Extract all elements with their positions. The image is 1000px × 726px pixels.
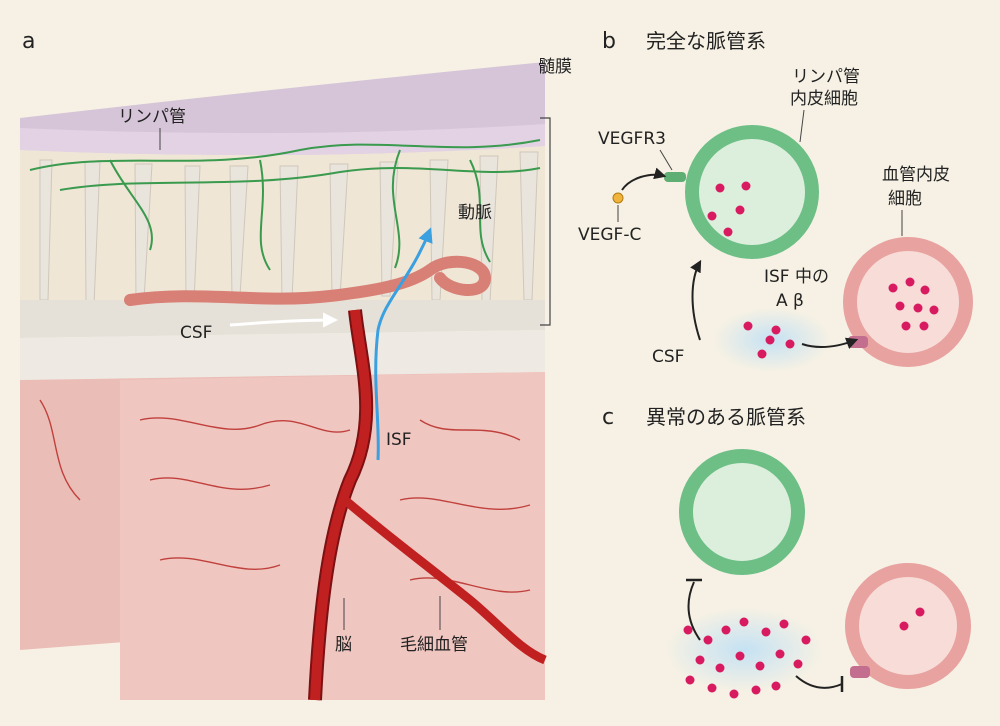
panel-b-title: 完全な脈管系 bbox=[646, 29, 766, 53]
brain-top-surface bbox=[20, 330, 545, 380]
blocked-blood-clearance bbox=[795, 675, 843, 689]
abeta-in-blood bbox=[888, 277, 939, 331]
label-meninges: 髄膜 bbox=[538, 57, 572, 77]
panel-b-letter: b bbox=[602, 29, 616, 54]
abeta-in-isf bbox=[743, 321, 795, 359]
label-artery: 動脈 bbox=[458, 203, 492, 223]
label-isf-ab1: ISF 中の bbox=[764, 267, 829, 287]
label-brain: 脳 bbox=[335, 635, 352, 655]
panel-c-title: 異常のある脈管系 bbox=[646, 405, 806, 429]
lymph-cell-ring-abnormal bbox=[679, 449, 805, 575]
vegfc-binding-arrow bbox=[621, 167, 667, 191]
isf-glow-abnormal bbox=[666, 608, 822, 692]
label-lymph-vessel: リンパ管 bbox=[118, 107, 186, 127]
abeta-in-lymph bbox=[707, 181, 751, 237]
label-bec2: 細胞 bbox=[888, 189, 922, 209]
label-lec2: 内皮細胞 bbox=[790, 89, 858, 109]
isf-flow-arrow bbox=[374, 227, 433, 461]
artery-branch bbox=[342, 496, 547, 665]
panel-a-letter: a bbox=[22, 29, 35, 54]
subarachnoid-floor bbox=[20, 300, 545, 338]
capillary-network bbox=[39, 399, 531, 593]
vegfc-ligand bbox=[612, 192, 624, 204]
blood-transporter-abnormal bbox=[850, 666, 870, 678]
panel-c: c 異常のある脈管系 bbox=[602, 405, 971, 699]
label-isf-ab2: A β bbox=[776, 291, 804, 311]
abeta-in-blood-abnormal bbox=[899, 607, 925, 631]
abeta-clearance-arrow bbox=[801, 337, 859, 349]
panel-a: a bbox=[20, 29, 572, 701]
panel-b: b 完全な脈管系 bbox=[578, 29, 973, 372]
panel-c-letter: c bbox=[602, 405, 614, 430]
csf-drainage-arrow bbox=[690, 259, 702, 341]
arachnoid-trabeculae bbox=[39, 151, 539, 306]
blood-cell-ring bbox=[843, 237, 973, 367]
label-capillary: 毛細血管 bbox=[400, 635, 468, 655]
label-csf-b: CSF bbox=[652, 347, 684, 367]
label-isf: ISF bbox=[386, 430, 412, 450]
csf-flow-arrow bbox=[229, 312, 338, 328]
label-lec: リンパ管 bbox=[792, 67, 860, 87]
meningeal-artery bbox=[124, 255, 492, 306]
label-vegfr3: VEGFR3 bbox=[598, 129, 666, 149]
label-vegfc: VEGF-C bbox=[578, 225, 641, 245]
penetrating-artery-inner bbox=[310, 309, 372, 701]
label-csf: CSF bbox=[180, 323, 212, 343]
dura-layer bbox=[20, 124, 545, 156]
label-bec: 血管内皮 bbox=[882, 165, 950, 185]
vegfr3-receptor bbox=[664, 172, 686, 182]
abeta-accumulation bbox=[683, 617, 811, 699]
blocked-lymph-drainage bbox=[687, 581, 701, 641]
lymph-vessel-network bbox=[29, 139, 541, 271]
meninges-bracket bbox=[540, 117, 551, 326]
lymph-cell-ring bbox=[685, 125, 819, 259]
